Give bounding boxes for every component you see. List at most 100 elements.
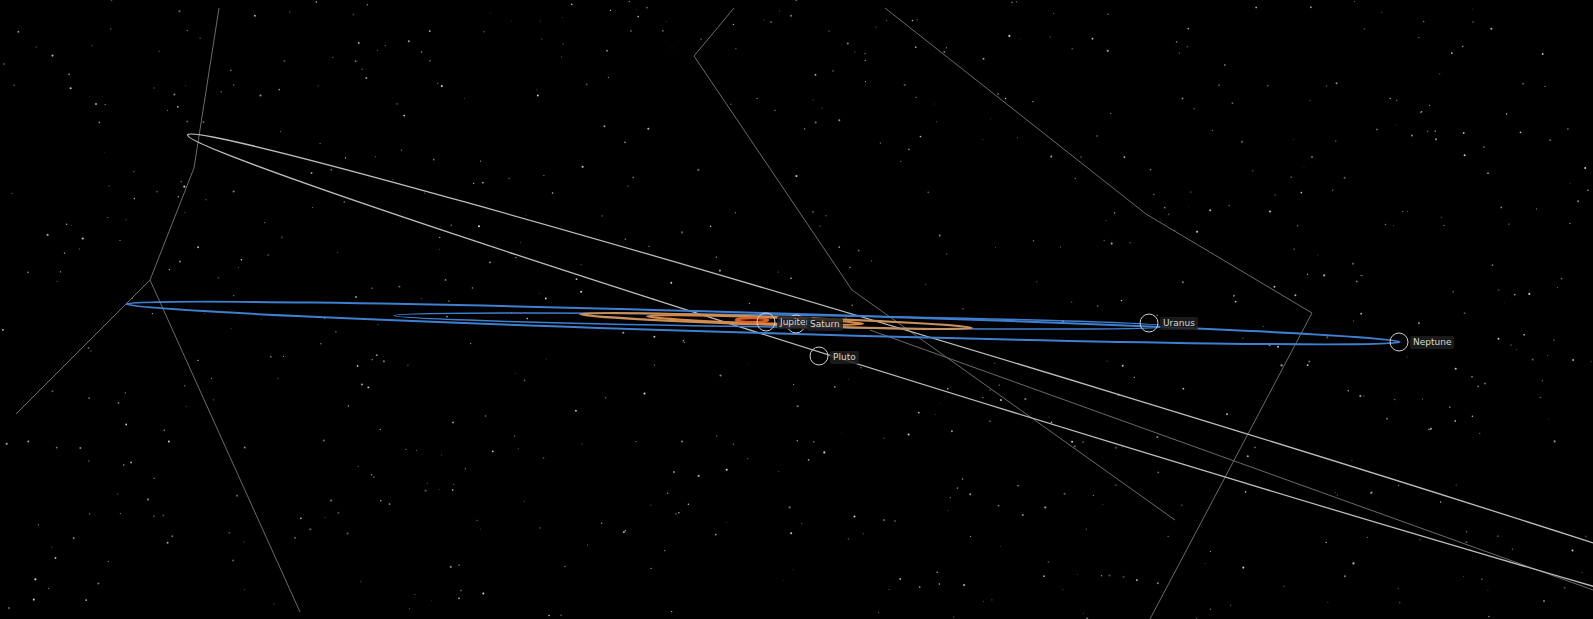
star [1064, 493, 1066, 495]
star [1150, 169, 1152, 171]
star [667, 493, 668, 494]
star [1181, 504, 1182, 505]
star [284, 60, 286, 62]
star [294, 537, 296, 539]
star [1235, 301, 1237, 303]
star [716, 435, 718, 437]
star [1293, 248, 1295, 250]
star [1423, 21, 1424, 22]
star [1463, 132, 1465, 134]
star [1080, 156, 1081, 157]
star [899, 578, 901, 580]
star [1327, 602, 1329, 604]
star [78, 248, 80, 250]
star [164, 430, 166, 432]
star [91, 45, 92, 46]
star [1196, 618, 1197, 619]
star [1255, 6, 1257, 8]
inner-orbits [736, 318, 768, 322]
star [1245, 491, 1247, 493]
star [701, 39, 702, 40]
star [270, 356, 272, 358]
star [1451, 52, 1453, 54]
star [1528, 293, 1530, 295]
star [912, 20, 914, 22]
star [197, 360, 198, 361]
star [429, 30, 431, 32]
star [665, 21, 667, 23]
star [273, 603, 275, 605]
star [797, 440, 798, 441]
star [939, 235, 941, 237]
star [48, 588, 49, 589]
star [1498, 289, 1500, 291]
star [1183, 388, 1185, 390]
star [946, 253, 947, 254]
star [637, 16, 639, 18]
star [1587, 189, 1589, 191]
star [1105, 220, 1106, 221]
star [1430, 428, 1432, 430]
star [330, 169, 332, 171]
star [1546, 355, 1548, 357]
star [332, 57, 334, 59]
star [970, 536, 971, 537]
star [460, 590, 462, 592]
star [169, 269, 170, 270]
star [650, 505, 651, 506]
star [162, 514, 164, 516]
star [1542, 53, 1544, 55]
star [1427, 131, 1429, 133]
star [1334, 492, 1335, 493]
star [446, 316, 448, 318]
star [1449, 407, 1450, 408]
star [1536, 208, 1537, 209]
star [623, 531, 625, 533]
star [1386, 418, 1388, 420]
star [982, 397, 983, 398]
star [509, 178, 510, 179]
star [371, 287, 372, 288]
star [2, 329, 4, 331]
star [770, 21, 771, 22]
star [365, 77, 367, 79]
star [1294, 294, 1296, 296]
star [1359, 395, 1361, 397]
star [939, 402, 941, 404]
star [545, 298, 547, 300]
star [715, 534, 717, 536]
star [670, 282, 672, 284]
star [514, 436, 515, 437]
star [111, 0, 112, 1]
planet-markers [757, 313, 1408, 365]
star [1463, 576, 1465, 578]
star [1393, 225, 1395, 227]
star [1114, 212, 1116, 214]
star [125, 392, 126, 393]
star [1490, 28, 1492, 30]
star [726, 521, 728, 523]
star [643, 392, 645, 394]
star [982, 58, 984, 60]
star [1071, 301, 1073, 303]
star [187, 30, 188, 31]
star [1556, 286, 1558, 288]
star [1543, 600, 1545, 602]
star [749, 303, 750, 304]
star [543, 457, 545, 459]
star [243, 588, 245, 590]
star [1168, 213, 1170, 215]
star [109, 185, 110, 186]
star [916, 19, 918, 21]
star [311, 172, 313, 174]
star [490, 12, 492, 14]
star [1232, 102, 1234, 104]
star [441, 454, 443, 456]
star [1332, 190, 1333, 191]
star [1441, 217, 1442, 218]
star [1103, 240, 1105, 242]
star [1572, 550, 1574, 552]
star [1354, 1, 1355, 3]
